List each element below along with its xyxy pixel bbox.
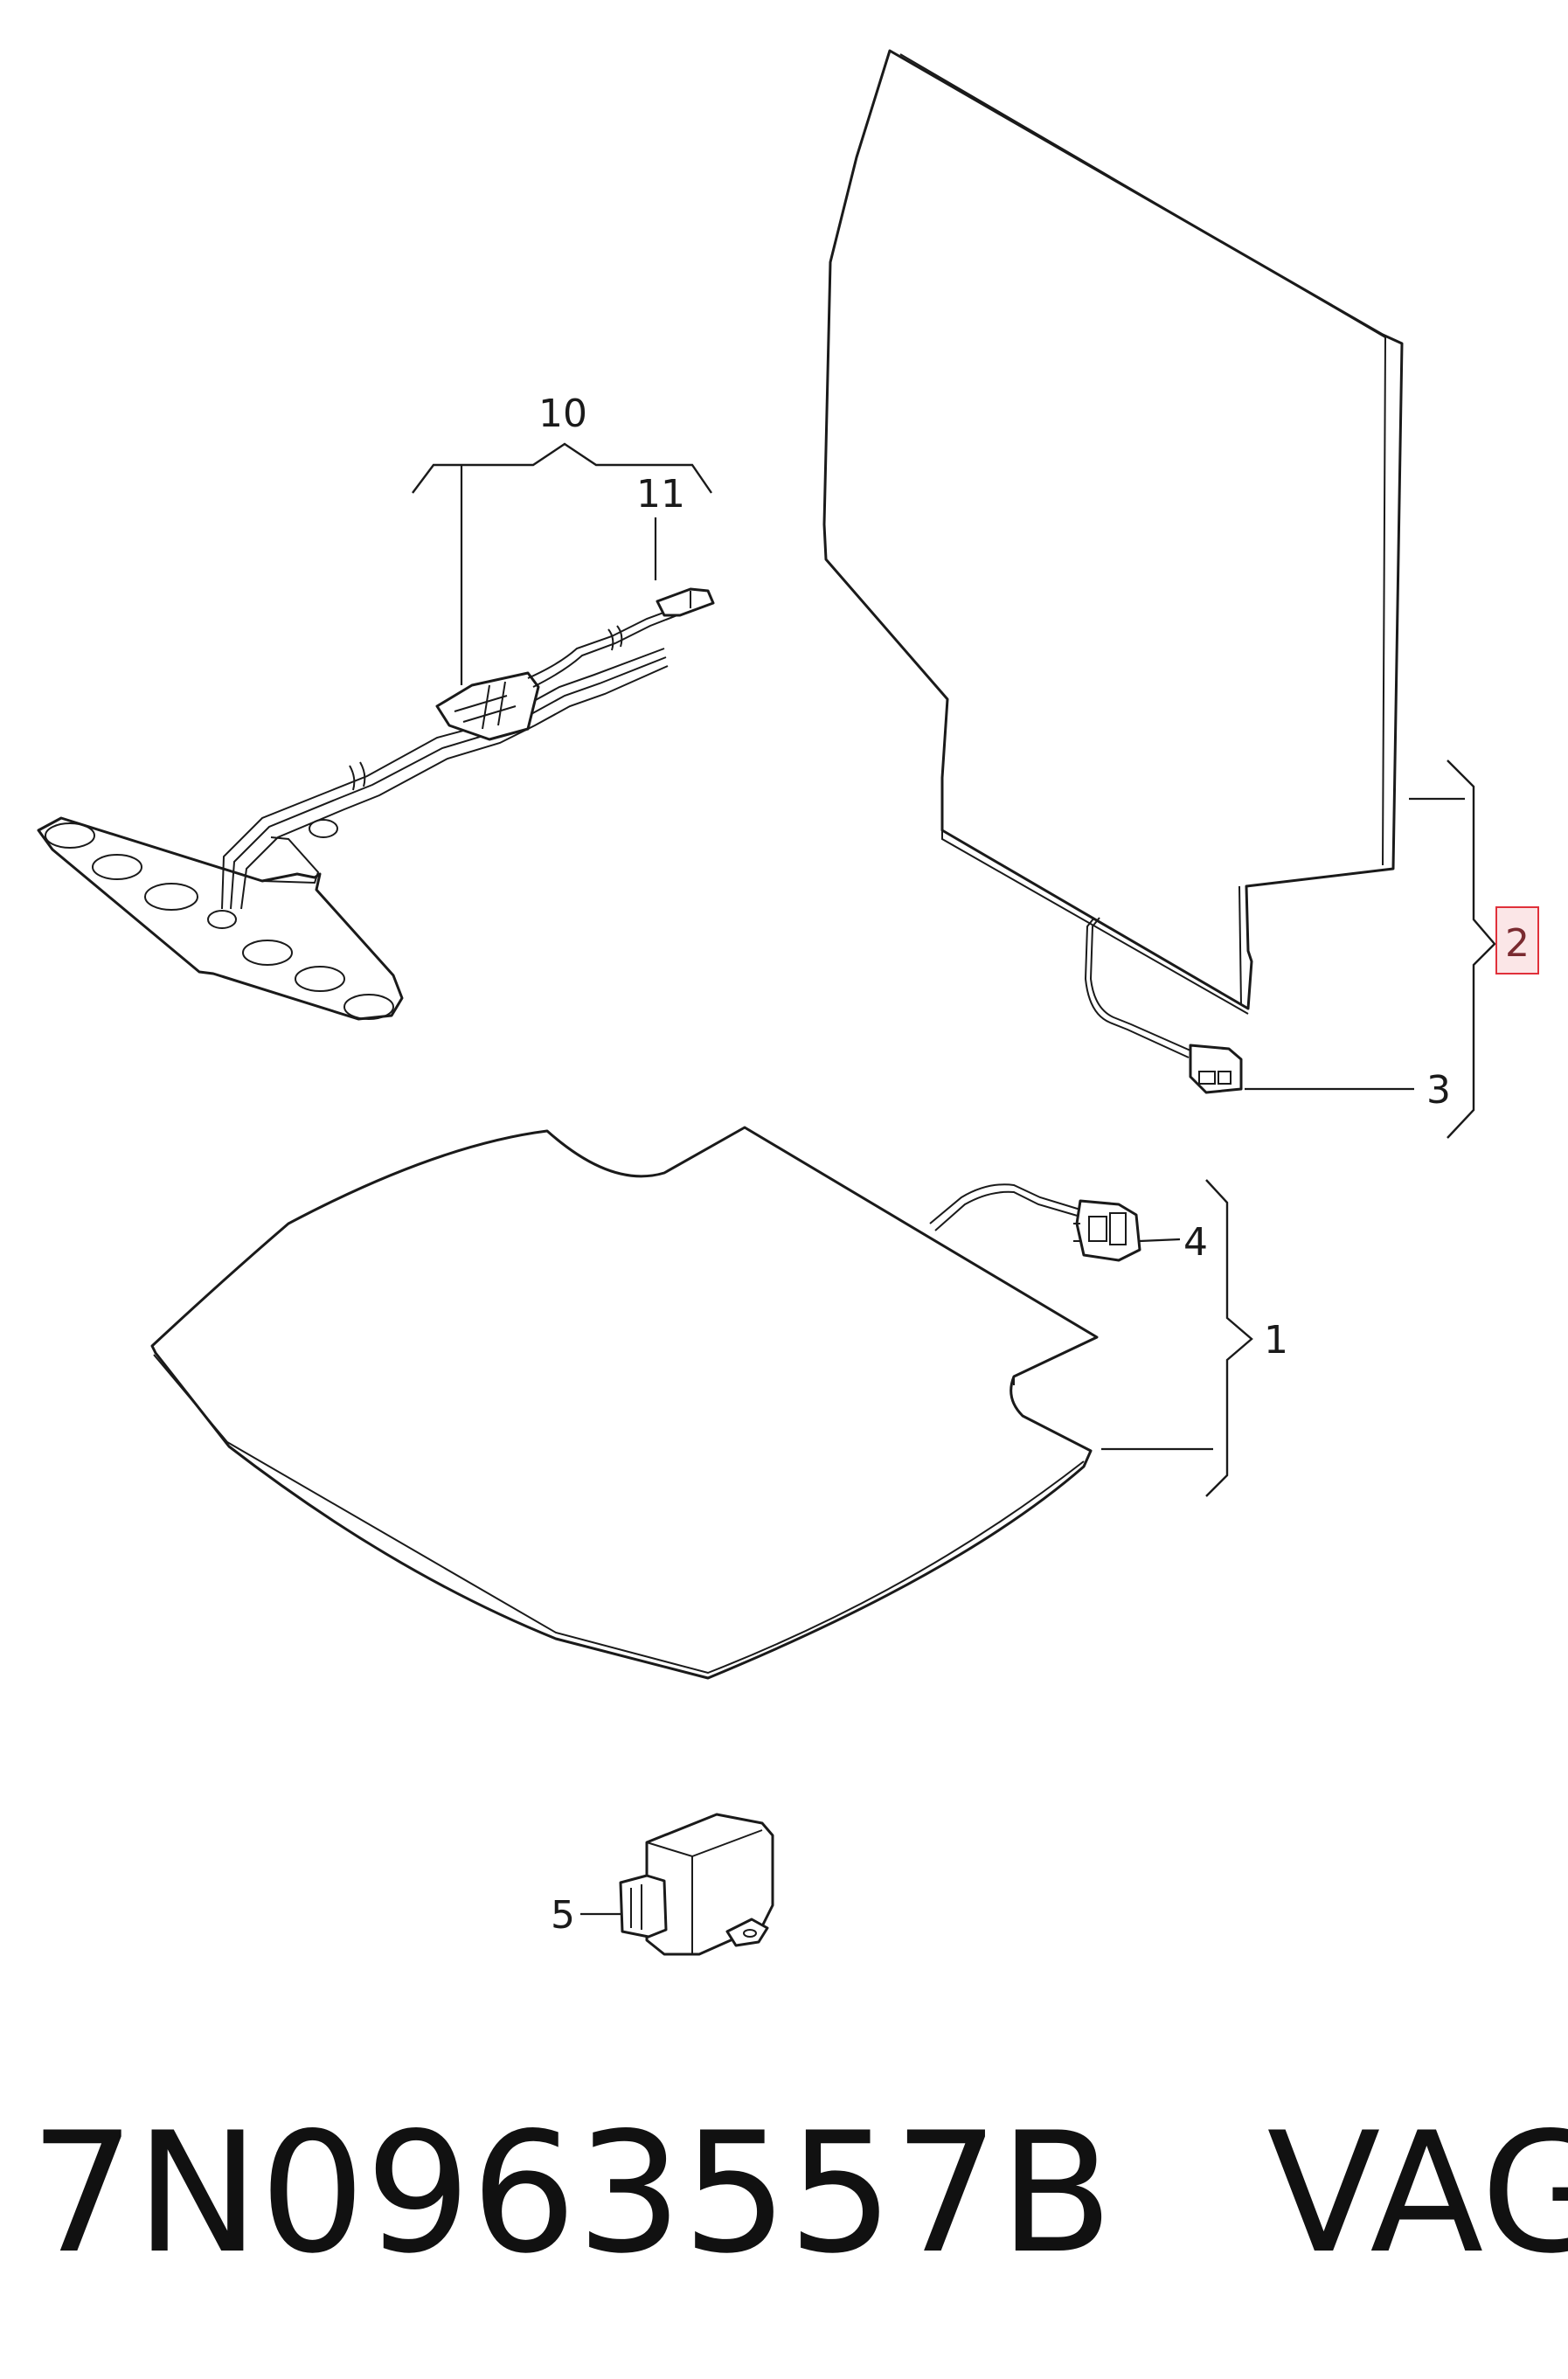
occupant-sensor-mat [37,587,715,1021]
callout-4: 4 [1183,1220,1208,1265]
parts-exploded-diagram: 10 11 2 3 4 1 5 [37,49,1539,1956]
brand-name: VAG [1266,2097,1568,2290]
callout-labels: 10 11 2 3 4 1 5 [538,392,1539,1938]
backrest-heating-pad [822,49,1404,1015]
part-number: 7N0963557B [30,2097,1114,2290]
callout-5: 5 [551,1893,575,1938]
callout-3: 3 [1426,1068,1451,1113]
callout-11: 11 [636,472,685,517]
callout-2-highlight-box [1495,906,1539,974]
control-module [619,1813,774,1956]
part-number-caption: 7N0963557B VAG [30,2093,1568,2294]
seat-cable-connector [929,1183,1141,1262]
leader-lines [412,442,1496,1916]
seat-heating-pad [150,1126,1099,1680]
callout-1: 1 [1264,1318,1288,1363]
backrest-cable-connector [1084,917,1243,1094]
callout-10: 10 [538,392,587,436]
callout-2: 2 [1505,921,1530,966]
